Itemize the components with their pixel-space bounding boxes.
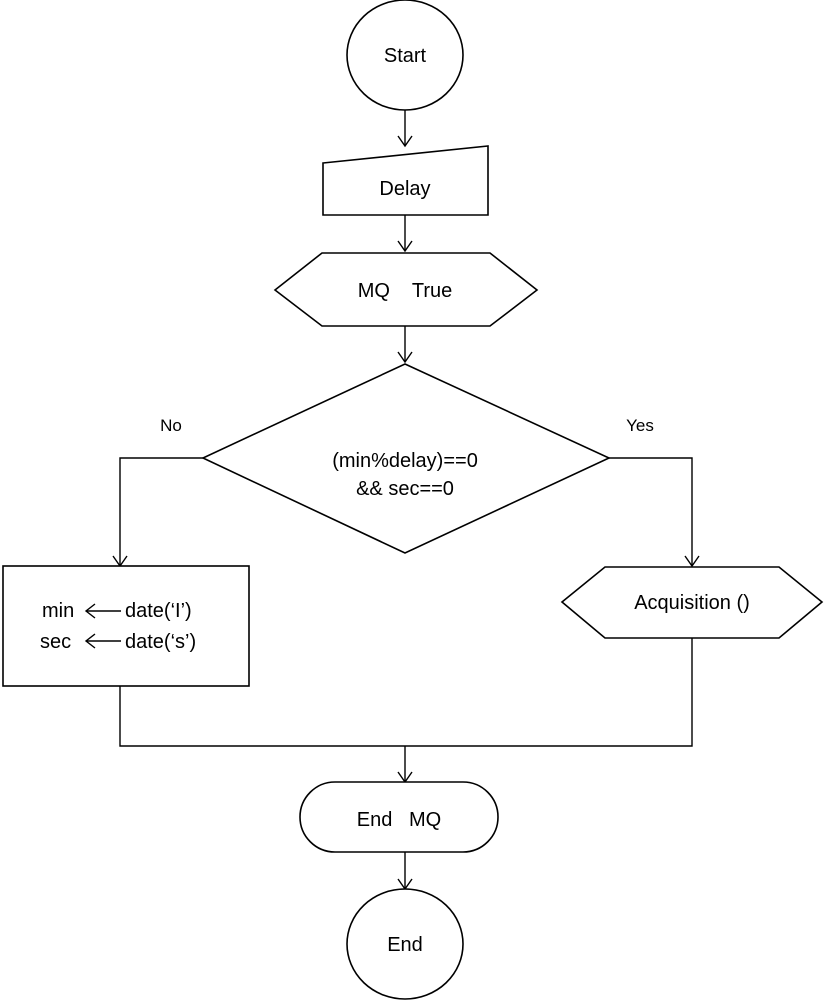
arrowhead-delay-mq [397,240,413,253]
end-label: End [387,934,423,956]
start-label: Start [384,45,427,67]
decision-line1: (min%delay)==0 [332,450,478,472]
connector-merge [119,638,693,747]
delay-label: Delay [379,178,430,200]
branch-yes-label: Yes [626,416,654,435]
end-mq-node [299,781,499,853]
arrowhead-yes-branch [684,555,700,568]
arrowhead-start-delay [397,135,413,148]
end-mq-label: End MQ [357,809,441,831]
assign-sec-value: date(‘s’) [125,631,196,653]
assign-min-label: min [42,600,74,622]
mq-true-node [273,252,539,327]
branch-no-label: No [160,416,182,435]
mq-true-label: MQ True [358,280,452,302]
delay-node [322,145,489,216]
assign-sec-label: sec [40,631,71,653]
connector-no-branch [119,457,203,566]
acquisition-node [560,566,824,639]
connector-yes-branch [609,457,693,566]
decision-line2: && sec==0 [356,478,454,500]
assignment-node [2,565,250,687]
acquisition-label: Acquisition () [634,592,750,614]
assign-min-arrow-icon [84,603,96,619]
assign-sec-arrow-icon [84,633,96,649]
assign-min-value: date(‘I’) [125,600,192,622]
decision-node [201,363,611,554]
arrowhead-mq-decision [397,351,413,364]
end-node [346,888,464,1000]
